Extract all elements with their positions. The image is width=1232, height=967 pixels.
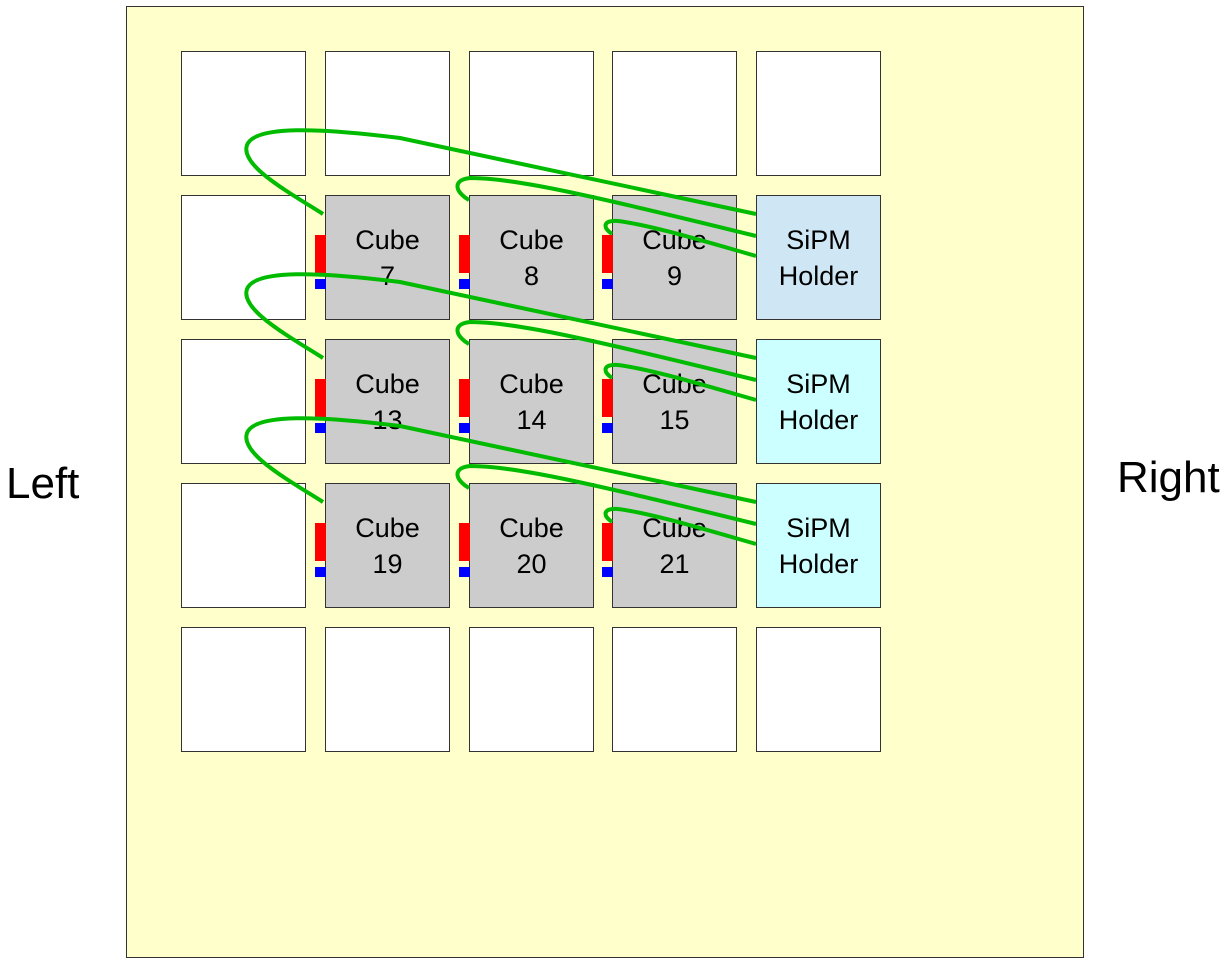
cell-label-line2: 14 [516,404,547,435]
empty-cell [612,627,737,752]
blue-marker [602,567,613,577]
empty-cell [469,627,594,752]
cell-label-line1: SiPM [786,512,851,543]
cell-label-line2: 21 [659,548,690,579]
cell-label-line1: Cube [355,224,420,255]
red-marker [459,523,470,561]
cube-cell: Cube 15 [612,339,737,464]
cube-cell: Cube 9 [612,195,737,320]
empty-cell [756,51,881,176]
blue-marker [459,279,470,289]
cell-label-line1: Cube [642,224,707,255]
cube-cell: Cube 7 [325,195,450,320]
cell-label-line2: 7 [379,260,396,291]
cell-label-line2: 20 [516,548,547,579]
cube-cell: Cube 13 [325,339,450,464]
cell-label-line2: 13 [372,404,403,435]
cell-label-line1: SiPM [786,224,851,255]
empty-cell [612,51,737,176]
cube-cell: Cube 21 [612,483,737,608]
red-marker [602,235,613,273]
cell-label-line2: 9 [666,260,683,291]
right-label: Right [1117,453,1220,502]
cell-label-line2: Holder [778,548,859,579]
cube-cell: Cube 8 [469,195,594,320]
cube-cell: Cube 14 [469,339,594,464]
cell-label-line1: Cube [642,368,707,399]
empty-cell [181,51,306,176]
empty-cell [325,627,450,752]
empty-cell [325,51,450,176]
red-marker [315,379,326,417]
empty-cell [181,627,306,752]
cell-label-line2: 15 [659,404,690,435]
blue-marker [459,423,470,433]
red-marker [602,379,613,417]
empty-cell [469,51,594,176]
blue-marker [602,279,613,289]
red-marker [602,523,613,561]
cube-cell: Cube 20 [469,483,594,608]
cell-label-line2: Holder [778,404,859,435]
red-marker [315,523,326,561]
blue-marker [315,567,326,577]
cell-label-line1: Cube [355,368,420,399]
cell-label-line1: Cube [499,512,564,543]
empty-cell [756,627,881,752]
cell-label-line1: Cube [499,368,564,399]
blue-marker [315,423,326,433]
cell-label-line1: Cube [642,512,707,543]
left-label: Left [6,459,80,508]
blue-marker [602,423,613,433]
cell-label-line1: Cube [499,224,564,255]
empty-cell [181,195,306,320]
cube-cell: Cube 19 [325,483,450,608]
red-marker [459,235,470,273]
sipm-holder-cell: SiPM Holder [756,339,881,464]
sipm-holder-cell: SiPM Holder [756,195,881,320]
cell-label-line1: SiPM [786,368,851,399]
cell-label-line2: Holder [778,260,859,291]
empty-cell [181,483,306,608]
blue-marker [315,279,326,289]
sipm-holder-cell: SiPM Holder [756,483,881,608]
red-marker [315,235,326,273]
cell-label-line1: Cube [355,512,420,543]
cell-label-line2: 8 [523,260,540,291]
empty-cell [181,339,306,464]
blue-marker [459,567,470,577]
red-marker [459,379,470,417]
cell-label-line2: 19 [372,548,403,579]
